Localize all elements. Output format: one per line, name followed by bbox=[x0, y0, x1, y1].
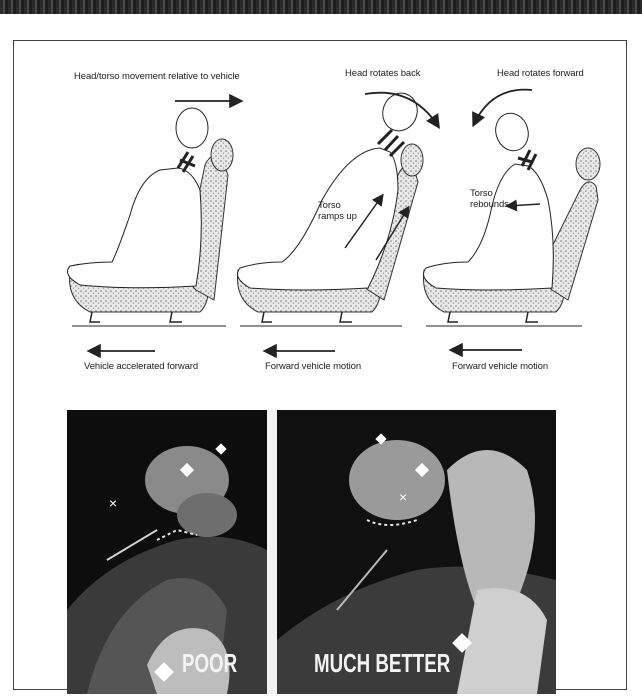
much-better-caption: MUCH BETTER bbox=[314, 648, 450, 679]
panel-3-torso-label: Torso rebounds bbox=[470, 188, 516, 210]
panel-3-top-label: Head rotates forward bbox=[497, 68, 584, 79]
poor-caption: POOR bbox=[182, 648, 237, 679]
crash-test-photo-poor: × POOR bbox=[67, 410, 267, 694]
panel-1-bottom-label: Vehicle accelerated forward bbox=[84, 361, 198, 372]
panel-2-bottom-label: Forward vehicle motion bbox=[265, 361, 361, 372]
panel-3-bottom-label: Forward vehicle motion bbox=[452, 361, 548, 372]
crash-test-photo-much-better: × MUCH BETTER bbox=[277, 410, 556, 694]
svg-text:×: × bbox=[399, 489, 407, 505]
panel-3-seat-figure bbox=[423, 90, 600, 350]
panel-1-top-label: Head/torso movement relative to vehicle bbox=[74, 71, 240, 82]
photo-divider bbox=[267, 410, 277, 694]
panel-2-top-label: Head rotates back bbox=[345, 68, 420, 79]
panel-1-seat-figure bbox=[68, 101, 240, 351]
panel-2-torso-label: Torso ramps up bbox=[318, 200, 366, 222]
svg-text:×: × bbox=[109, 495, 117, 511]
